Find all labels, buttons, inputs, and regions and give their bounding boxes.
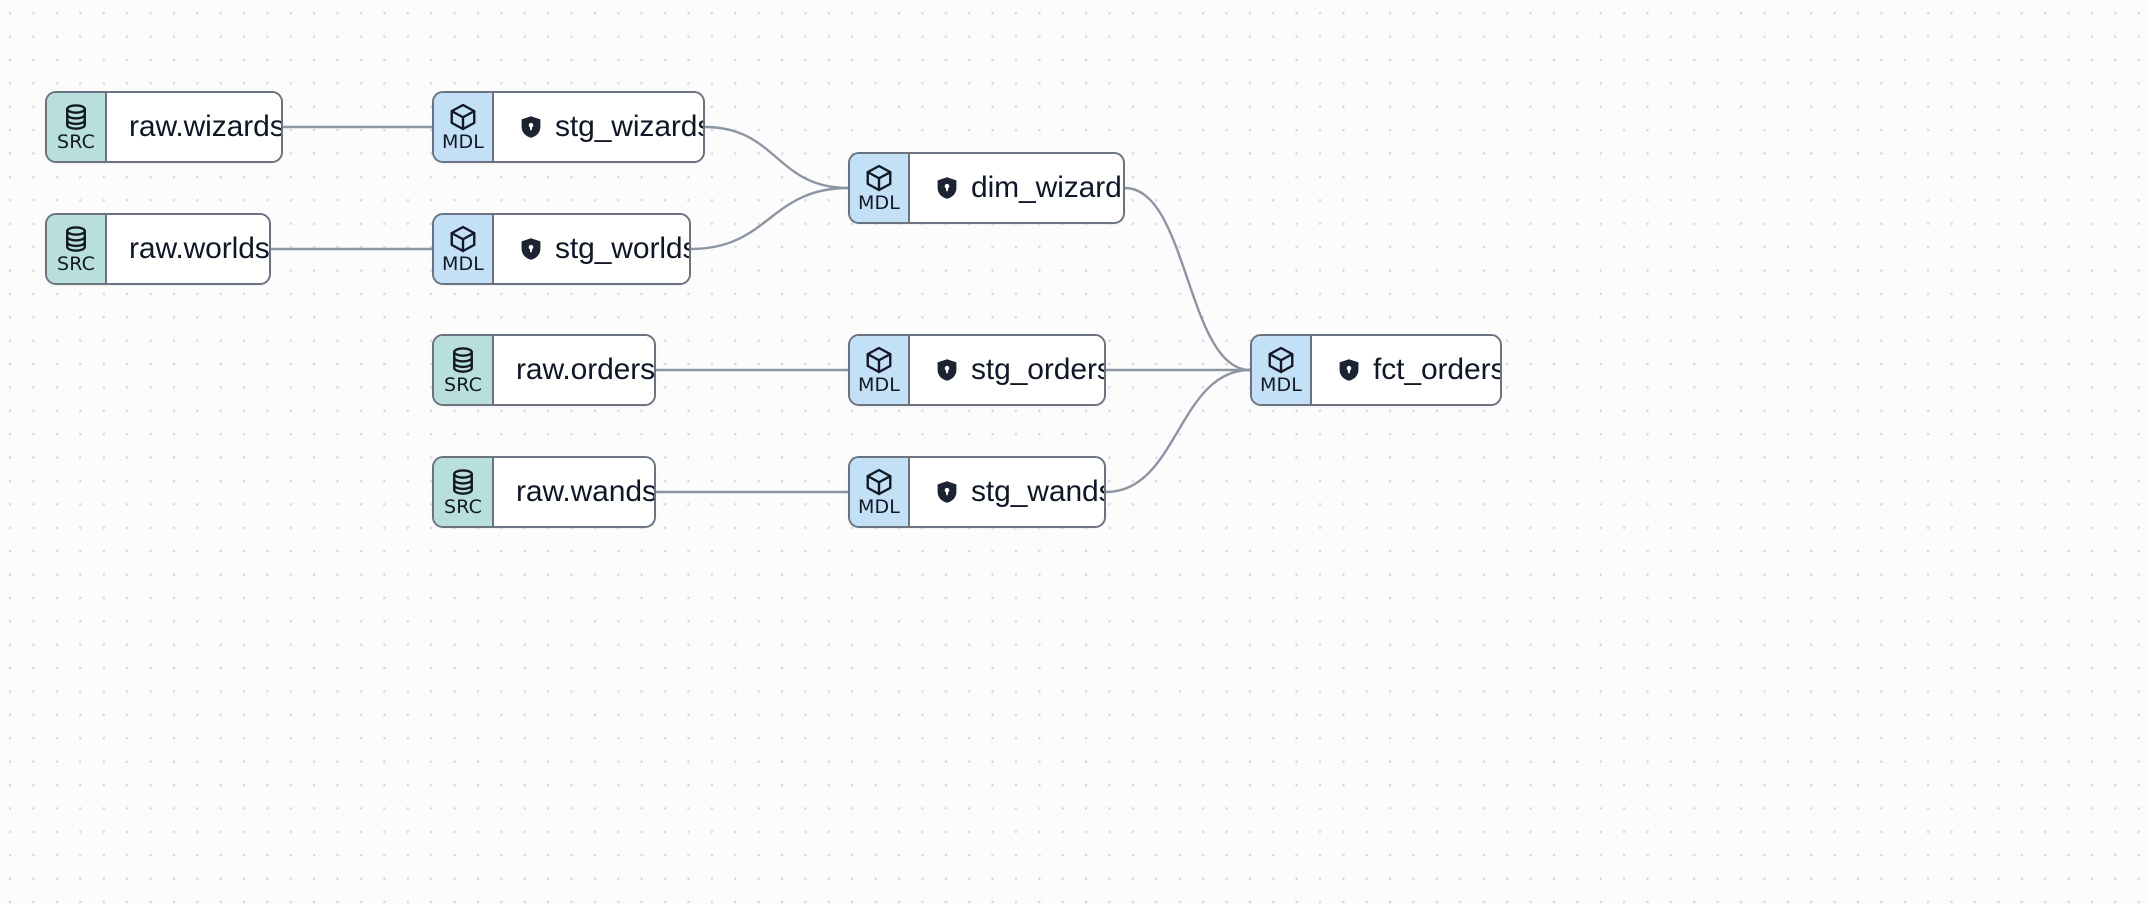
node-label: stg_orders (971, 353, 1106, 386)
node-badge-src: SRC (47, 93, 107, 161)
node-label: stg_wizards (555, 110, 705, 143)
node-badge-label: MDL (442, 131, 484, 153)
node-badge-mdl: MDL (850, 458, 910, 526)
shield-lock-icon (520, 237, 542, 261)
node-label: raw.worlds (129, 232, 270, 265)
database-icon (448, 467, 478, 497)
node-badge-src: SRC (47, 215, 107, 283)
edge-stg-worlds-to-dim-wizards (689, 186, 850, 251)
node-badge-mdl: MDL (850, 336, 910, 404)
node-badge-label: MDL (858, 374, 900, 396)
node-raw-orders[interactable]: SRC raw.orders (432, 334, 656, 406)
node-body: fct_orders (1312, 336, 1502, 404)
edge-stg-wizards-to-dim-wizards (703, 125, 850, 190)
cube-icon (864, 345, 894, 375)
node-body: raw.orders (494, 336, 656, 404)
node-raw-wizards[interactable]: SRC raw.wizards (45, 91, 283, 163)
node-badge-mdl: MDL (1252, 336, 1312, 404)
cube-icon (448, 224, 478, 254)
node-dim-wizards[interactable]: MDL dim_wizards (848, 152, 1125, 224)
node-body: raw.worlds (107, 215, 270, 283)
node-body: stg_worlds (494, 215, 691, 283)
shield-lock-icon (520, 115, 542, 139)
shield-lock-icon (936, 176, 958, 200)
node-body: stg_orders (910, 336, 1106, 404)
node-badge-label: MDL (858, 192, 900, 214)
cube-icon (864, 163, 894, 193)
node-label: raw.orders (516, 353, 656, 386)
cube-icon (1266, 345, 1296, 375)
node-label: stg_wands (971, 475, 1106, 508)
node-badge-mdl: MDL (850, 154, 910, 222)
node-label: dim_wizards (971, 171, 1125, 204)
node-badge-mdl: MDL (434, 93, 494, 161)
node-stg-worlds[interactable]: MDL stg_worlds (432, 213, 691, 285)
node-badge-label: SRC (57, 131, 95, 153)
cube-icon (864, 467, 894, 497)
node-label: raw.wizards (129, 110, 283, 143)
shield-lock-icon (936, 358, 958, 382)
node-label: raw.wands (516, 475, 656, 508)
edge-stg-wands-to-fct-orders (1104, 368, 1252, 494)
database-icon (61, 224, 91, 254)
node-badge-label: SRC (444, 496, 482, 518)
node-badge-label: MDL (858, 496, 900, 518)
node-body: stg_wizards (494, 93, 705, 161)
node-body: dim_wizards (910, 154, 1125, 222)
shield-lock-icon (1338, 358, 1360, 382)
cube-icon (448, 102, 478, 132)
node-raw-wands[interactable]: SRC raw.wands (432, 456, 656, 528)
node-badge-label: SRC (57, 253, 95, 275)
shield-lock-icon (936, 480, 958, 504)
node-stg-orders[interactable]: MDL stg_orders (848, 334, 1106, 406)
node-fct-orders[interactable]: MDL fct_orders (1250, 334, 1502, 406)
node-raw-worlds[interactable]: SRC raw.worlds (45, 213, 271, 285)
node-badge-mdl: MDL (434, 215, 494, 283)
node-badge-label: MDL (1260, 374, 1302, 396)
node-stg-wands[interactable]: MDL stg_wands (848, 456, 1106, 528)
node-badge-src: SRC (434, 458, 494, 526)
node-label: stg_worlds (555, 232, 691, 265)
node-stg-wizards[interactable]: MDL stg_wizards (432, 91, 705, 163)
node-body: raw.wands (494, 458, 656, 526)
node-body: stg_wands (910, 458, 1106, 526)
database-icon (448, 345, 478, 375)
node-badge-label: MDL (442, 253, 484, 275)
node-body: raw.wizards (107, 93, 283, 161)
edge-dim-wizards-to-fct-orders (1123, 186, 1252, 372)
database-icon (61, 102, 91, 132)
node-badge-label: SRC (444, 374, 482, 396)
node-badge-src: SRC (434, 336, 494, 404)
node-label: fct_orders (1373, 353, 1502, 386)
